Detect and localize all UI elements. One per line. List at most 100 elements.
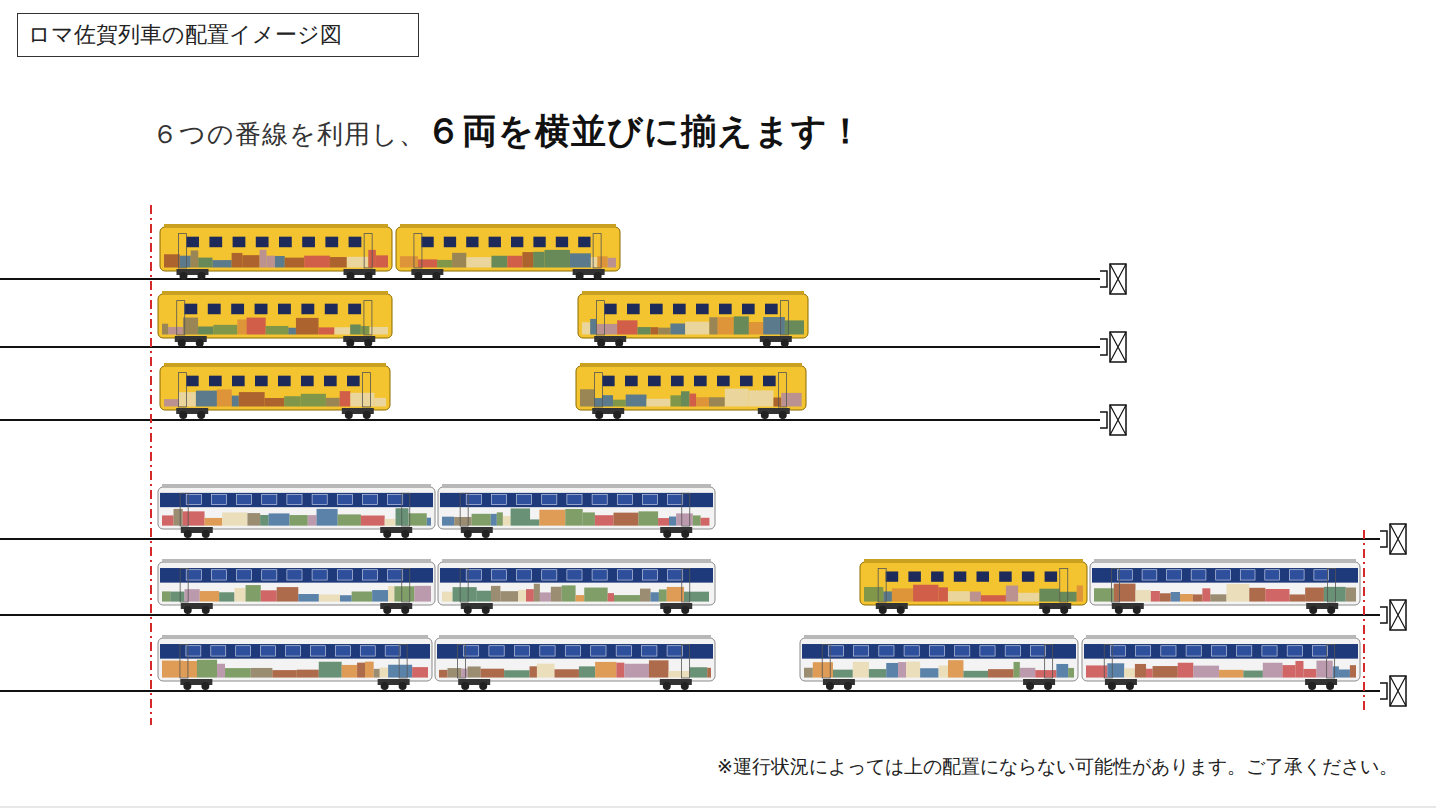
car-artwork [217,664,225,678]
car-window [1186,646,1201,656]
car-wheel [179,272,187,280]
car-band [1084,644,1358,659]
car-artwork [197,660,217,678]
car-wheel [365,272,373,280]
car-window [209,237,222,248]
car-wheel [197,411,205,419]
car-artwork [412,667,428,677]
car-artwork [491,586,500,602]
car-artwork [481,669,504,678]
car-window [556,237,568,248]
car-artwork [1180,594,1193,602]
car-window [765,304,778,315]
car-window [489,646,504,656]
car-window [763,376,776,387]
car-artwork [613,400,626,407]
car-artwork [649,660,669,677]
car-window [1136,646,1151,656]
car-wheel [179,411,187,419]
car-window [908,571,920,581]
car-wheel [197,272,205,280]
car-window [491,570,506,580]
car-window [567,570,582,580]
car-window [362,495,377,505]
car-window [237,570,252,580]
car-artwork [597,256,607,267]
car-window [208,304,221,315]
car-window [489,237,501,248]
car-door [457,644,465,678]
car-window [540,646,555,656]
car-window [211,646,226,656]
car-artwork [590,319,596,335]
car-window [278,376,291,387]
car-artwork [570,253,591,267]
car-artwork [617,320,637,334]
car-artwork [1210,594,1226,601]
car-artwork [183,661,197,678]
car-artwork [913,585,938,602]
car-door [878,568,886,602]
car-window [231,304,244,315]
buffer-cross [1110,332,1126,362]
car-artwork [246,585,261,601]
car-artwork [352,591,372,601]
train-cars [158,224,1360,690]
car-artwork [685,322,709,335]
car-wheel [1133,606,1141,614]
car-artwork [749,322,763,334]
car-artwork [892,588,913,601]
car-artwork [447,668,461,678]
car-artwork [376,255,388,267]
bottom-rule [0,807,1436,808]
car-wheel [879,606,887,614]
car-window [717,376,730,387]
car-artwork [718,317,734,334]
car-body [1090,562,1360,605]
car-artwork [437,260,452,268]
buffer-bracket [1380,683,1387,699]
car-window [977,571,989,581]
car-window [1161,646,1176,656]
car-artwork [1178,663,1194,678]
car-wheel [178,339,186,347]
buffer-stop [1390,676,1406,706]
yellow-railcar [158,291,392,347]
car-artwork [1114,584,1136,602]
car-wheel [196,339,204,347]
car-artwork [301,394,326,407]
car-artwork [277,587,299,601]
car-door [178,373,186,407]
car-door [399,644,407,678]
car-artwork [1282,665,1295,677]
car-window [385,646,400,656]
car-artwork [267,256,275,268]
car-window [929,646,944,656]
car-artwork [1135,590,1150,601]
car-artwork [582,322,590,334]
car-window [255,376,268,387]
car-artwork [1226,584,1249,602]
car-artwork [246,318,265,335]
car-door [460,568,468,602]
car-window [931,571,943,581]
car-wheel [663,530,671,538]
car-wheel [681,606,689,614]
car-window [514,646,529,656]
car-artwork [170,592,184,602]
car-artwork [491,514,497,526]
yellow-railcar [160,224,392,280]
car-artwork [162,591,170,601]
car-window [886,571,898,581]
car-artwork [251,668,273,678]
car-door [596,301,604,335]
car-artwork [709,317,717,334]
car-artwork [602,395,613,406]
car-window [617,570,632,580]
car-artwork [237,320,246,335]
car-artwork [1193,666,1219,678]
car-window [1265,570,1280,580]
car-wheel [414,272,422,280]
car-body [158,562,435,605]
car-artwork [1316,661,1332,678]
